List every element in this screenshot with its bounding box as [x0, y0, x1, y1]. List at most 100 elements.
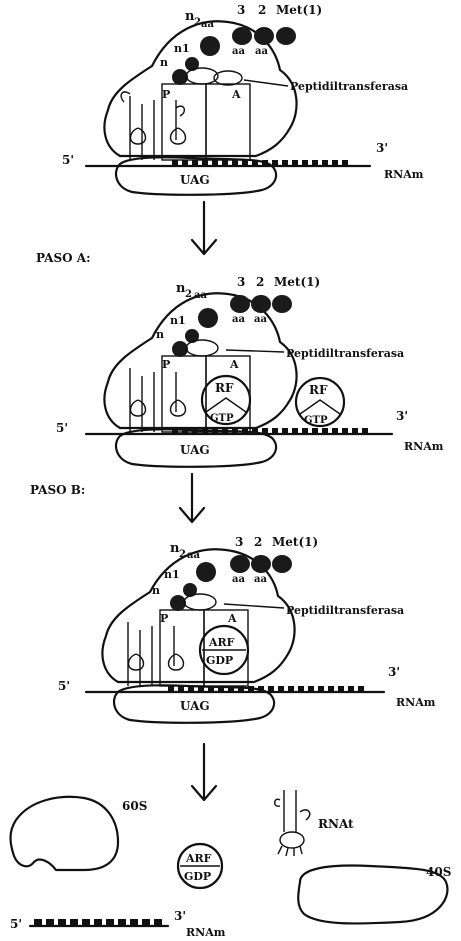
large-subunit-outline-3: [101, 548, 296, 684]
label-40s: 40S: [426, 865, 451, 879]
label-met-p3: Met(1): [272, 535, 318, 549]
bead-n1-3: [183, 583, 197, 597]
label-site-a: A: [231, 88, 241, 101]
label-gtp-bound: GTP: [210, 413, 234, 424]
label-site-a-p3: A: [227, 612, 237, 625]
peptidyl-site-oval-2: [213, 70, 243, 86]
label-site-p-p3: P: [160, 612, 168, 625]
arf-factor-free: [176, 842, 224, 890]
label-rnam-free: RNAm: [186, 926, 226, 939]
rf-factor-bound: [200, 374, 252, 426]
bead-n1: [185, 57, 199, 71]
peptidil-pointer-3: [223, 603, 285, 609]
rf-factor-free: [294, 376, 346, 428]
label-n2-sub-p2: 2: [185, 289, 192, 300]
large-subunit-outline-2: [103, 292, 298, 430]
label-gdp-free: GDP: [184, 870, 211, 883]
label-n2-sub-p3: 2: [179, 549, 186, 560]
bead-3-3: [230, 555, 250, 573]
label-peptidiltransferasa-p2: Peptidiltransferasa: [286, 347, 404, 360]
label-aa-2: aa: [232, 46, 245, 57]
bead-n1-2: [185, 329, 199, 343]
mrna-codons-2: [172, 428, 368, 433]
bead-n2-3: [196, 562, 216, 582]
small-subunit: [114, 156, 278, 196]
bead-n-3: [170, 595, 186, 611]
label-n-p3: n: [152, 584, 160, 597]
label-arf-bound: ARF: [208, 636, 235, 649]
label-n2-p3: n: [170, 541, 180, 556]
trna-stems-2: [129, 368, 187, 432]
label-peptidiltransferasa: Peptidiltransferasa: [290, 80, 408, 93]
rf-gtp-divider-free: [299, 399, 341, 415]
peptidyl-site-oval-2b: [185, 339, 219, 357]
label-aa-p2b: aa: [232, 314, 245, 325]
bead-2-3: [251, 555, 271, 573]
label-pos3: 3: [237, 3, 245, 17]
label-rnam-p3: RNAm: [396, 696, 436, 709]
label-pos2-p2: 2: [256, 275, 264, 289]
label-5prime: 5': [62, 153, 74, 167]
label-5prime-p2: 5': [56, 421, 68, 435]
label-aa-1: aa: [201, 19, 214, 30]
subunit-60s: [9, 795, 120, 872]
peptidil-pointer: [243, 79, 289, 87]
label-arf-free: ARF: [185, 852, 212, 865]
label-uag-p2: UAG: [180, 443, 210, 457]
panel-paso-b: n 2 aa 3 2 Met(1) aa aa n1 n Peptidiltra…: [58, 535, 436, 724]
label-3prime-p3: 3': [388, 665, 400, 679]
label-peptidiltransferasa-p3: Peptidiltransferasa: [286, 604, 404, 617]
bead-met: [276, 27, 296, 45]
label-n2-sub: 2: [194, 17, 201, 28]
bead-met-2: [272, 295, 292, 313]
bead-2-2: [251, 295, 271, 313]
label-gdp-bound: GDP: [206, 654, 233, 667]
label-paso-a: PASO A:: [36, 251, 91, 265]
arrow-down-2: [178, 472, 206, 524]
label-aa-p3a: aa: [187, 550, 200, 561]
label-aa-p2c: aa: [254, 314, 267, 325]
a-site-box: [205, 83, 251, 161]
label-rnat: RNAt: [318, 817, 354, 831]
label-uag: UAG: [180, 173, 210, 187]
label-rnam-p2: RNAm: [404, 440, 444, 453]
panel-released: 60S RNAt ARF GDP 40S 5' 3' RNAm: [9, 790, 451, 939]
bead-n: [172, 69, 188, 85]
peptidyl-site-oval: [185, 67, 219, 85]
bead-n2-2: [198, 308, 218, 328]
trna-stems-3: [127, 622, 185, 686]
label-pos3-p3: 3: [235, 535, 243, 549]
label-site-a-p2: A: [229, 358, 239, 371]
mrna-codons-free: [34, 919, 162, 925]
bead-2: [254, 27, 274, 45]
label-uag-p3: UAG: [180, 699, 210, 713]
label-n1-p3: n1: [164, 568, 180, 581]
peptidyl-site-oval-3: [183, 593, 217, 611]
label-rf-bound: RF: [215, 381, 234, 395]
label-rnam: RNAm: [384, 168, 424, 181]
arf-factor-bound: [198, 624, 250, 676]
label-paso-b: PASO B:: [30, 483, 85, 497]
label-60s: 60S: [122, 799, 147, 813]
label-met: Met(1): [276, 3, 322, 17]
label-n2-p2: n: [176, 281, 186, 296]
label-pos2: 2: [258, 3, 266, 17]
peptidil-pointer-2: [225, 349, 285, 353]
large-subunit-outline: [103, 20, 298, 158]
mrna-codons: [172, 160, 348, 165]
label-n-p2: n: [156, 328, 164, 341]
arrow-down-1: [190, 200, 218, 256]
bead-3-2: [230, 295, 250, 313]
label-3prime: 3': [376, 141, 388, 155]
label-aa-p3c: aa: [254, 574, 267, 585]
label-site-p: P: [162, 88, 170, 101]
bead-3: [232, 27, 252, 45]
bead-met-3: [272, 555, 292, 573]
mrna-codons-3: [168, 686, 364, 691]
label-5prime-free: 5': [10, 917, 22, 931]
subunit-40s: [297, 864, 449, 925]
panel-initial: n 2 aa 3 2 Met(1) aa aa n1 n Peptidiltra…: [62, 3, 424, 196]
label-pos3-p2: 3: [237, 275, 245, 289]
